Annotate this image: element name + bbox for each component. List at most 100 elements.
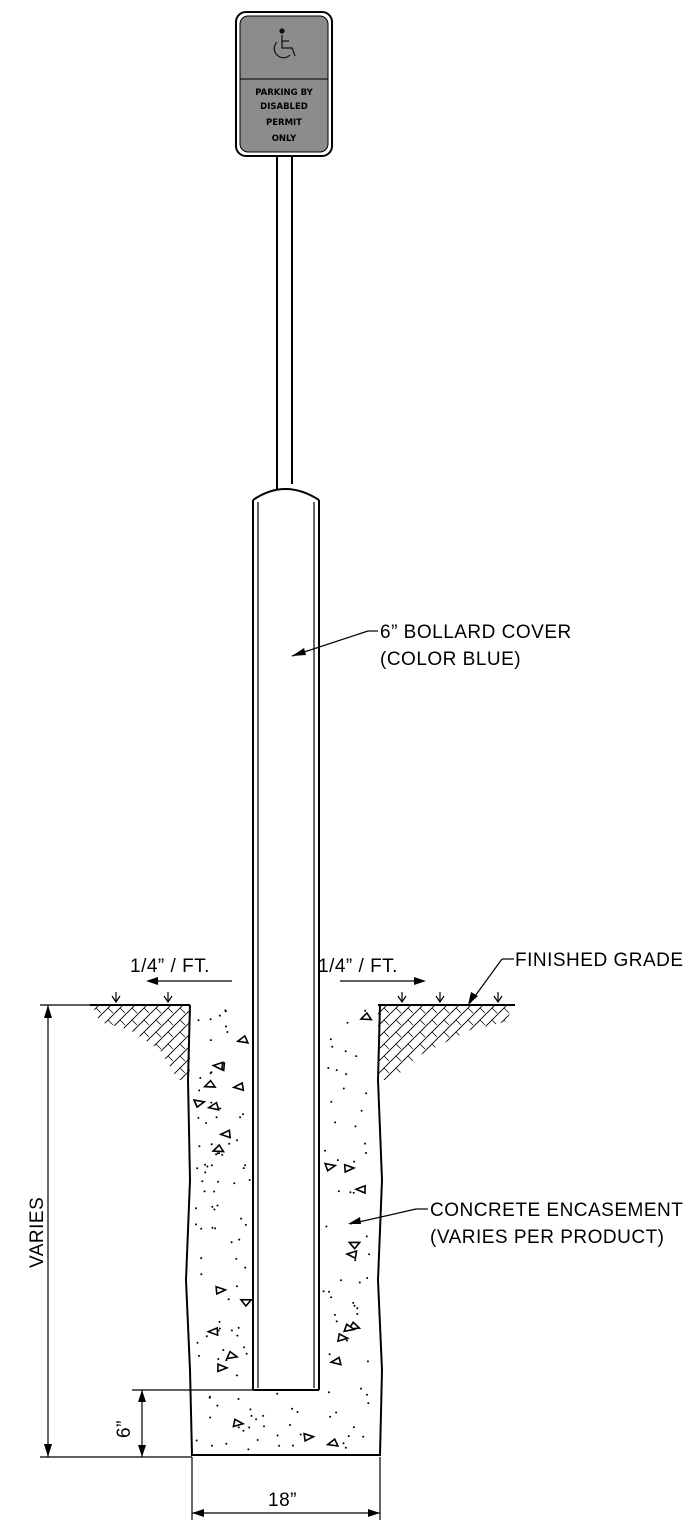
- aggregate-dot: [276, 1434, 279, 1437]
- sign-post: [276, 156, 293, 490]
- aggregate-stone: [239, 1298, 253, 1308]
- aggregate-dot: [227, 1298, 230, 1301]
- aggregate-stone: [325, 1437, 340, 1447]
- aggregate-dot: [209, 1039, 212, 1042]
- slope-left-label: 1/4” / FT.: [130, 956, 210, 977]
- finished-grade-label: FINISHED GRADE: [515, 950, 684, 971]
- aggregate-stone: [347, 1241, 362, 1250]
- aggregate-stone: [235, 1034, 250, 1044]
- concrete-callout: CONCRETE ENCASEMENT (VARIES PER PRODUCT): [348, 1200, 683, 1248]
- aggregate-stone: [211, 1061, 224, 1071]
- concrete-label: CONCRETE ENCASEMENT: [430, 1200, 683, 1221]
- aggregate-dot: [206, 1165, 209, 1168]
- aggregate-dot: [346, 1021, 349, 1024]
- aggregate-dot: [198, 1145, 201, 1148]
- aggregate-stone: [353, 1184, 366, 1195]
- aggregate-dot: [353, 1304, 356, 1307]
- aggregate-dot: [362, 1435, 365, 1438]
- aggregate-dot: [356, 1313, 359, 1315]
- aggregate-dot: [221, 1153, 224, 1156]
- aggregate-dot: [340, 1279, 342, 1282]
- aggregate-dot: [360, 1387, 362, 1390]
- aggregate-dot: [247, 1448, 250, 1451]
- aggregate-stone: [303, 1432, 316, 1443]
- aggregate-dot: [219, 1107, 222, 1110]
- aggregate-dot: [354, 1125, 357, 1128]
- aggregate-dot: [244, 1164, 247, 1167]
- aggregate-dot: [218, 1152, 221, 1155]
- aggregate-dot: [335, 1069, 338, 1072]
- aggregate-dot: [352, 1426, 355, 1429]
- aggregate-dot: [237, 1398, 240, 1400]
- aggregate-dot: [235, 1285, 238, 1288]
- aggregate-dot: [210, 1143, 213, 1146]
- aggregate-dot: [197, 1019, 200, 1022]
- aggregate-dot: [364, 1009, 367, 1012]
- aggregate-dot: [342, 1442, 345, 1445]
- aggregate-dot: [242, 1113, 244, 1116]
- aggregate-dot: [209, 1072, 212, 1075]
- bollard-cover-callout: 6” BOLLARD COVER (COLOR BLUE): [291, 622, 571, 670]
- aggregate-dot: [327, 1391, 330, 1394]
- aggregate-dot: [196, 1341, 199, 1344]
- aggregate-dot: [196, 1167, 199, 1170]
- parking-sign: PARKING BY DISABLED PERMIT ONLY: [235, 11, 333, 157]
- aggregate-dot: [238, 1238, 241, 1241]
- aggregate-dot: [250, 1414, 253, 1417]
- aggregate-dot: [296, 1411, 299, 1413]
- bottom-clearance-label: 6”: [114, 1420, 135, 1438]
- aggregate-stone: [211, 1143, 226, 1153]
- aggregate-dot: [240, 1217, 243, 1220]
- aggregate-dot: [322, 1290, 325, 1293]
- aggregate-stone: [206, 1326, 219, 1337]
- aggregate-dot: [327, 1067, 330, 1069]
- aggregate-stone: [215, 1285, 228, 1296]
- depth-label: VARIES: [27, 1197, 48, 1268]
- aggregate-dot: [224, 1010, 227, 1013]
- aggregate-dot: [354, 1259, 357, 1262]
- aggregate-dot: [352, 1301, 355, 1304]
- aggregate-dot: [358, 1281, 361, 1284]
- aggregate-dot: [329, 1415, 332, 1418]
- aggregate-dot: [333, 1313, 336, 1316]
- ground-hatch: [90, 1004, 515, 1080]
- aggregate-dot: [239, 1116, 242, 1119]
- aggregate-dot: [235, 1257, 238, 1260]
- aggregate-dot: [200, 1273, 203, 1276]
- aggregate-dot: [235, 1374, 238, 1377]
- aggregate-dot: [244, 1266, 247, 1269]
- aggregate-dot: [198, 1354, 200, 1357]
- aggregate-dot: [205, 1122, 208, 1124]
- aggregate-dot: [197, 1116, 200, 1119]
- aggregate-dot: [209, 1416, 212, 1419]
- aggregate-dot: [199, 1077, 202, 1079]
- aggregate-dot: [230, 1241, 233, 1244]
- aggregate-stone: [192, 1099, 207, 1109]
- aggregate-dot: [330, 1296, 333, 1299]
- aggregate-dot: [218, 1014, 221, 1017]
- aggregate-dot: [336, 1159, 339, 1162]
- aggregate-stone: [323, 1162, 338, 1172]
- aggregate-dot: [347, 1435, 350, 1438]
- aggregate-dot: [325, 1225, 328, 1228]
- aggregate-dot: [367, 1402, 370, 1405]
- aggregate-dot: [205, 1335, 208, 1338]
- aggregate-dot: [200, 1227, 203, 1230]
- aggregate-dot: [233, 1182, 236, 1185]
- aggregate-dot: [328, 1290, 330, 1293]
- aggregate-dot: [364, 1142, 366, 1145]
- sign-line-3: PERMIT: [266, 118, 302, 128]
- aggregate-dot: [201, 1180, 204, 1183]
- aggregate-dot: [208, 1396, 211, 1399]
- aggregate-dot: [335, 1411, 338, 1414]
- aggregate-dot: [226, 1031, 229, 1033]
- aggregate-stone: [231, 1081, 245, 1092]
- aggregate-dot: [236, 1334, 239, 1337]
- aggregate-dot: [365, 1152, 367, 1154]
- aggregate-dot: [356, 1307, 359, 1310]
- aggregate-dots: [195, 1009, 371, 1451]
- aggregate-dot: [349, 1191, 352, 1194]
- aggregate-dot: [365, 1235, 368, 1238]
- wheelchair-accessibility-icon: [273, 28, 296, 59]
- aggregate-dot: [236, 1139, 238, 1142]
